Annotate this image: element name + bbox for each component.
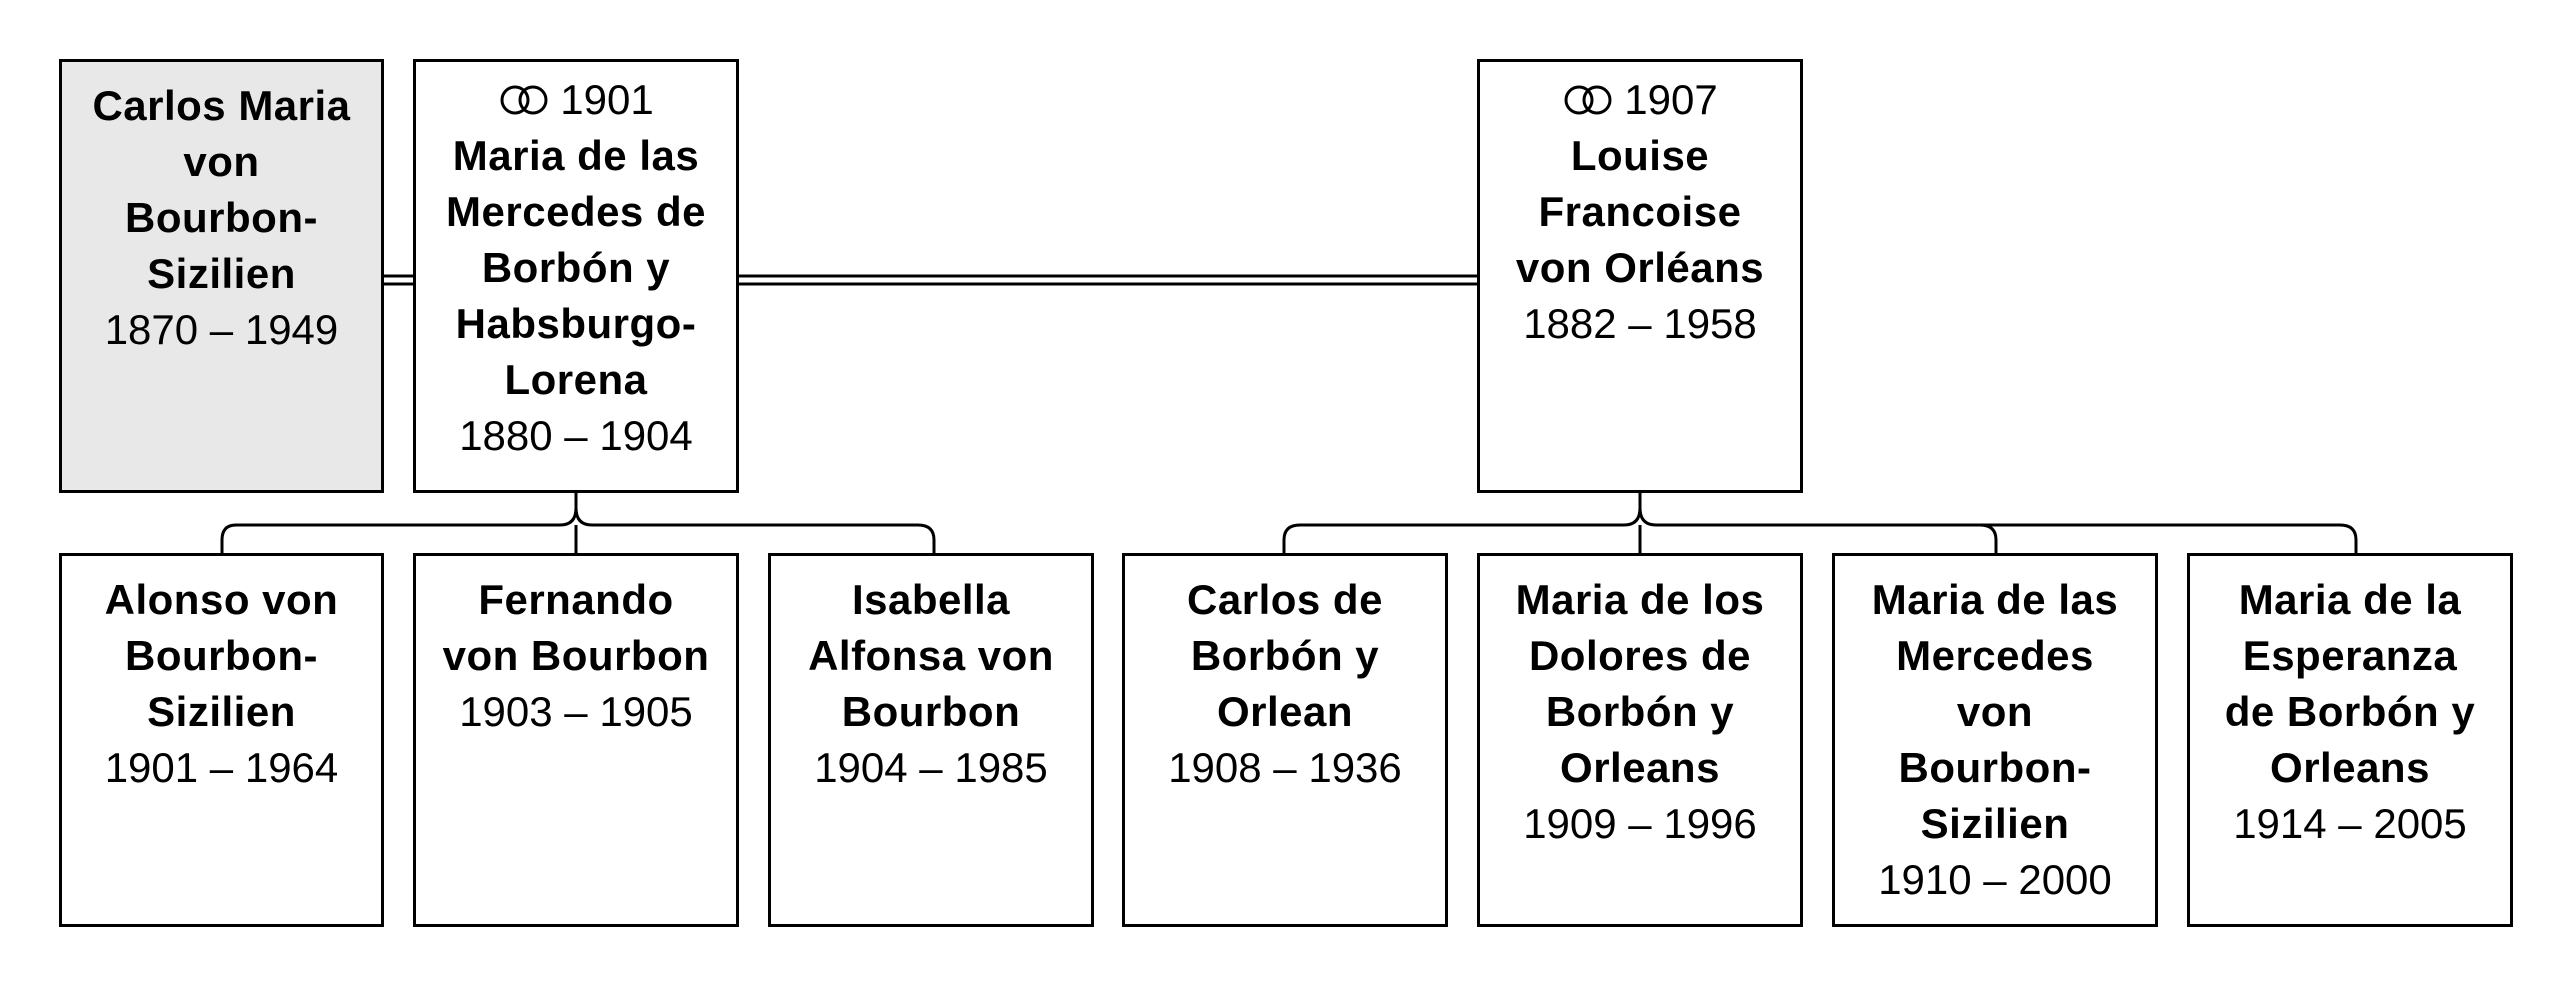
- name-line: Carlos Maria: [92, 82, 351, 129]
- name-line: Alonso von: [104, 576, 339, 623]
- person-dates: 1909 – 1996: [1523, 800, 1757, 847]
- person-dates: 1903 – 1905: [459, 688, 693, 735]
- name-line: Fernando: [478, 576, 674, 623]
- marriage-info: 1901: [498, 72, 654, 128]
- person-box-root[interactable]: Carlos Maria von Bourbon- Sizilien 1870 …: [59, 59, 384, 493]
- marriage-line-1: [383, 274, 415, 286]
- name-line: Sizilien: [1920, 800, 2070, 847]
- name-line: Isabella: [851, 576, 1011, 623]
- name-line: Mercedes de: [446, 188, 706, 235]
- name-line: von: [183, 138, 260, 185]
- person-dates: 1910 – 2000: [1878, 856, 2112, 903]
- name-line: Bourbon-: [125, 632, 318, 679]
- name-line: Maria de las: [1871, 576, 2119, 623]
- person-box-child-3[interactable]: Isabella Alfonsa von Bourbon 1904 – 1985: [768, 553, 1094, 927]
- name-line: Borbón y: [1545, 688, 1735, 735]
- person-box-spouse-1[interactable]: 1901 Maria de las Mercedes de Borbón y H…: [413, 59, 739, 493]
- person-name: Fernando von Bourbon: [443, 572, 710, 684]
- marriage-rings-icon: [1564, 85, 1612, 115]
- person-dates: 1870 – 1949: [104, 306, 339, 353]
- marriage-line-2: [737, 274, 1478, 286]
- person-name: Carlos Maria von Bourbon- Sizilien: [92, 78, 350, 302]
- person-box-child-7[interactable]: Maria de la Esperanza de Borbón y Orlean…: [2187, 553, 2513, 927]
- person-name: Louise Francoise von Orléans: [1516, 128, 1764, 296]
- person-name: Maria de las Mercedes von Bourbon- Sizil…: [1872, 572, 2118, 852]
- children-bracket-2: [1282, 490, 2358, 556]
- name-line: Borbón y: [1190, 632, 1380, 679]
- name-line: Carlos de: [1187, 576, 1383, 623]
- name-line: Maria de las: [452, 132, 700, 179]
- person-box-spouse-2[interactable]: 1907 Louise Francoise von Orléans 1882 –…: [1477, 59, 1803, 493]
- name-line: Borbón y: [481, 244, 671, 291]
- name-line: Orleans: [2270, 744, 2430, 791]
- person-name: Alonso von Bourbon- Sizilien: [105, 572, 339, 740]
- name-line: von Bourbon: [442, 632, 710, 679]
- name-line: Maria de los: [1515, 576, 1765, 623]
- name-line: von: [1956, 688, 2034, 735]
- name-line: Louise: [1570, 132, 1710, 179]
- person-box-child-6[interactable]: Maria de las Mercedes von Bourbon- Sizil…: [1832, 553, 2158, 927]
- person-name: Maria de los Dolores de Borbón y Orleans: [1516, 572, 1765, 796]
- name-line: Sizilien: [147, 688, 296, 735]
- name-line: von Orléans: [1515, 244, 1765, 291]
- person-dates: 1904 – 1985: [814, 744, 1048, 791]
- name-line: Lorena: [504, 356, 648, 403]
- person-name: Carlos de Borbón y Orlean: [1187, 572, 1383, 740]
- person-box-child-2[interactable]: Fernando von Bourbon 1903 – 1905: [413, 553, 739, 927]
- person-name: Maria de las Mercedes de Borbón y Habsbu…: [446, 128, 706, 408]
- person-box-child-5[interactable]: Maria de los Dolores de Borbón y Orleans…: [1477, 553, 1803, 927]
- name-line: Dolores de: [1528, 632, 1752, 679]
- marriage-year: 1907: [1624, 76, 1718, 123]
- name-line: Maria de la: [2238, 576, 2462, 623]
- name-line: Esperanza: [2242, 632, 2458, 679]
- person-dates: 1882 – 1958: [1523, 300, 1757, 347]
- marriage-year: 1901: [560, 76, 654, 123]
- name-line: Sizilien: [147, 250, 296, 297]
- person-name: Isabella Alfonsa von Bourbon: [808, 572, 1054, 740]
- name-line: Francoise: [1538, 188, 1742, 235]
- name-line: Habsburgo-: [455, 300, 697, 347]
- person-dates: 1914 – 2005: [2233, 800, 2467, 847]
- person-box-child-1[interactable]: Alonso von Bourbon- Sizilien 1901 – 1964: [59, 553, 384, 927]
- name-line: Orlean: [1216, 688, 1354, 735]
- children-bracket-1: [220, 490, 936, 556]
- person-dates: 1908 – 1936: [1168, 744, 1402, 791]
- name-line: Bourbon-: [125, 194, 318, 241]
- name-line: de Borbón y: [2224, 688, 2476, 735]
- marriage-rings-icon: [500, 85, 548, 115]
- person-dates: 1901 – 1964: [104, 744, 339, 791]
- person-box-child-4[interactable]: Carlos de Borbón y Orlean 1908 – 1936: [1122, 553, 1448, 927]
- name-line: Mercedes: [1896, 632, 2094, 679]
- name-line: Bourbon: [841, 688, 1021, 735]
- name-line: Orleans: [1560, 744, 1720, 791]
- name-line: Bourbon-: [1898, 744, 2092, 791]
- name-line: Alfonsa von: [808, 632, 1054, 679]
- marriage-info: 1907: [1562, 72, 1718, 128]
- person-dates: 1880 – 1904: [459, 412, 693, 459]
- person-name: Maria de la Esperanza de Borbón y Orlean…: [2225, 572, 2476, 796]
